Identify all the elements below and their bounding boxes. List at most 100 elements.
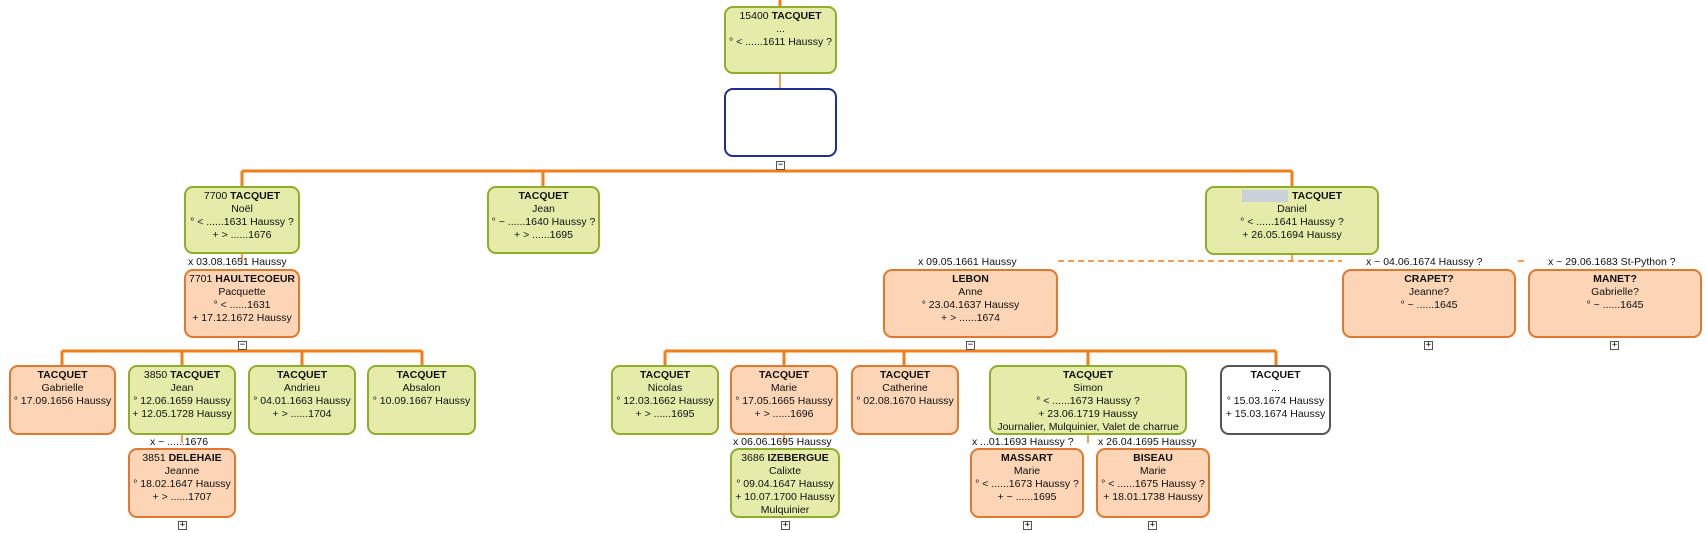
person-given-name: ...: [776, 23, 785, 35]
person-surname: TACQUET: [771, 10, 822, 22]
person-death: + 18.01.1738 Haussy: [1103, 491, 1203, 503]
person-death: + > ......1674: [941, 312, 1000, 324]
person-death: + > ......1696: [754, 408, 814, 420]
spouse-izebergue[interactable]: 3686 IZEBERGUE Calixte ° 09.04.1647 Haus…: [730, 448, 840, 518]
spouse-haultecoeur[interactable]: 7701 HAULTECOEUR Pacquette ° < ......163…: [184, 269, 300, 338]
person-death: + > ......1695: [514, 229, 573, 241]
person-death: + > ......1704: [272, 408, 332, 420]
person-surname: TACQUET: [277, 369, 327, 381]
person-death: + 15.03.1674 Haussy: [1225, 408, 1326, 420]
spouse-biseau[interactable]: BISEAU Marie ° < ......1675 Haussy ? + 1…: [1096, 448, 1210, 518]
expand-toggle[interactable]: +: [1023, 520, 1032, 530]
person-given-name: Catherine: [882, 382, 928, 394]
person-surname: TACQUET: [230, 190, 281, 202]
person-birth: ° 02.08.1670 Haussy: [856, 395, 954, 407]
person-birth: ° < ......1675 Haussy ?: [1101, 478, 1205, 490]
person-given-name: Andrieu: [283, 382, 321, 394]
person-given-name: Jean: [532, 203, 555, 215]
collapse-toggle[interactable]: −: [238, 340, 247, 350]
person-surname: LEBON: [952, 273, 989, 285]
person-number: 15400: [739, 10, 769, 22]
person-birth: ° 04.01.1663 Haussy: [253, 395, 351, 407]
person-root[interactable]: 15400 TACQUET ... ° < ......1611 Haussy …: [724, 6, 837, 74]
person-surname: TACQUET: [170, 369, 221, 381]
person-given-name: Marie: [1139, 465, 1167, 477]
person-daniel[interactable]: TACQUET Daniel ° < ......1641 Haussy ? +…: [1205, 186, 1379, 255]
person-surname: DELEHAIE: [168, 452, 222, 464]
person-occupation: Journalier, Mulquinier, Valet de charrue: [997, 421, 1179, 433]
photo-thumbnail[interactable]: [1242, 190, 1289, 203]
person-birth: ° 12.03.1662 Haussy: [616, 395, 714, 407]
marriage-label: x 09.05.1661 Haussy: [918, 256, 1017, 268]
spouse-lebon[interactable]: LEBON Anne ° 23.04.1637 Haussy + > .....…: [883, 269, 1058, 338]
person-death: + 17.12.1672 Haussy: [192, 312, 292, 324]
person-surname: BISEAU: [1133, 452, 1173, 464]
person-birth: ° ~ ......1645: [1586, 299, 1644, 311]
person-surname: HAULTECOEUR: [215, 273, 295, 285]
person-birth: ° < ......1611 Haussy ?: [729, 36, 832, 48]
child-simon[interactable]: TACQUET Simon ° < ......1673 Haussy ? + …: [989, 365, 1187, 435]
marriage-label: x ~ ......1676: [150, 436, 209, 448]
person-death: + 23.06.1719 Haussy: [1038, 408, 1138, 420]
person-birth: ° 12.06.1659 Haussy: [133, 395, 231, 407]
person-surname: TACQUET: [880, 369, 930, 381]
person-surname: TACQUET: [1292, 190, 1342, 202]
person-given-name: Pacquette: [218, 286, 266, 298]
child-absalon[interactable]: TACQUET Absalon ° 10.09.1667 Haussy: [367, 365, 476, 435]
person-given-name: Marie: [1013, 465, 1041, 477]
person-given-name: Absalon: [402, 382, 441, 394]
person-given-name: Daniel: [1277, 203, 1307, 215]
person-birth: ° < ......1641 Haussy ?: [1240, 216, 1344, 228]
child-nicolas[interactable]: TACQUET Nicolas ° 12.03.1662 Haussy + > …: [611, 365, 719, 435]
expand-toggle[interactable]: +: [1424, 340, 1433, 350]
person-number: 3851: [142, 452, 166, 464]
person-surname: TACQUET: [759, 369, 809, 381]
spouse-manet[interactable]: MANET? Gabrielle? ° ~ ......1645: [1528, 269, 1702, 338]
person-death: + > ......1707: [152, 491, 212, 503]
child-marie[interactable]: TACQUET Marie ° 17.05.1665 Haussy + > ..…: [730, 365, 838, 435]
person-occupation: Mulquinier: [760, 504, 810, 516]
person-birth: ° 09.04.1647 Haussy: [736, 478, 834, 490]
person-given-name: Calixte: [768, 465, 802, 477]
marriage-label: x ~ 04.06.1674 Haussy ?: [1366, 256, 1483, 268]
spouse-delehaie[interactable]: 3851 DELEHAIE Jeanne ° 18.02.1647 Haussy…: [128, 448, 236, 518]
person-death: + > ......1695: [635, 408, 695, 420]
person-birth: ° 15.03.1674 Haussy: [1226, 395, 1325, 407]
expand-toggle[interactable]: +: [781, 520, 790, 530]
person-surname: MANET?: [1593, 273, 1637, 285]
person-death: + 10.07.1700 Haussy: [735, 491, 835, 503]
child-unnamed[interactable]: TACQUET ... ° 15.03.1674 Haussy + 15.03.…: [1220, 365, 1331, 435]
marriage-label: x 26.04.1695 Haussy: [1098, 436, 1197, 448]
expand-toggle[interactable]: +: [1148, 520, 1157, 530]
person-jean[interactable]: TACQUET Jean ° ~ ......1640 Haussy ? + >…: [487, 186, 600, 254]
marriage-label: x 06.06.1695 Haussy: [733, 436, 832, 448]
child-catherine[interactable]: TACQUET Catherine ° 02.08.1670 Haussy: [851, 365, 959, 435]
person-surname: TACQUET: [396, 369, 447, 381]
collapse-toggle[interactable]: −: [776, 160, 785, 170]
person-surname: TACQUET: [1250, 369, 1301, 381]
person-number: 3850: [143, 369, 168, 381]
child-jean-3850[interactable]: 3850 TACQUET Jean ° 12.06.1659 Haussy + …: [128, 365, 236, 435]
person-birth: ° 17.09.1656 Haussy: [13, 395, 112, 407]
person-birth: ° < ......1673 Haussy ?: [1036, 395, 1140, 407]
spouse-massart[interactable]: MASSART Marie ° < ......1673 Haussy ? + …: [970, 448, 1084, 518]
person-birth: ° 23.04.1637 Haussy: [921, 299, 1020, 311]
child-gabrielle[interactable]: TACQUET Gabrielle ° 17.09.1656 Haussy: [9, 365, 116, 435]
person-given-name: Gabrielle: [41, 382, 84, 394]
spouse-crapet[interactable]: CRAPET? Jeanne? ° ~ ......1645: [1342, 269, 1516, 338]
person-birth: ° 17.05.1665 Haussy: [735, 395, 833, 407]
child-andrieu[interactable]: TACQUET Andrieu ° 04.01.1663 Haussy + > …: [248, 365, 356, 435]
person-given-name: Jean: [170, 382, 194, 394]
collapse-toggle[interactable]: −: [966, 340, 975, 350]
expand-toggle[interactable]: +: [178, 520, 187, 530]
person-surname: TACQUET: [1063, 369, 1113, 381]
person-death: + > ......1676: [212, 229, 272, 241]
person-number: 7701: [188, 273, 213, 285]
person-surname: TACQUET: [640, 369, 690, 381]
person-birth: ° ~ ......1645: [1400, 299, 1458, 311]
spouse-placeholder[interactable]: [724, 88, 837, 157]
marriage-label: x ...01.1693 Haussy ?: [972, 436, 1074, 448]
expand-toggle[interactable]: +: [1610, 340, 1619, 350]
person-surname: TACQUET: [37, 369, 88, 381]
person-noel[interactable]: 7700 TACQUET Noël ° < ......1631 Haussy …: [184, 186, 300, 254]
